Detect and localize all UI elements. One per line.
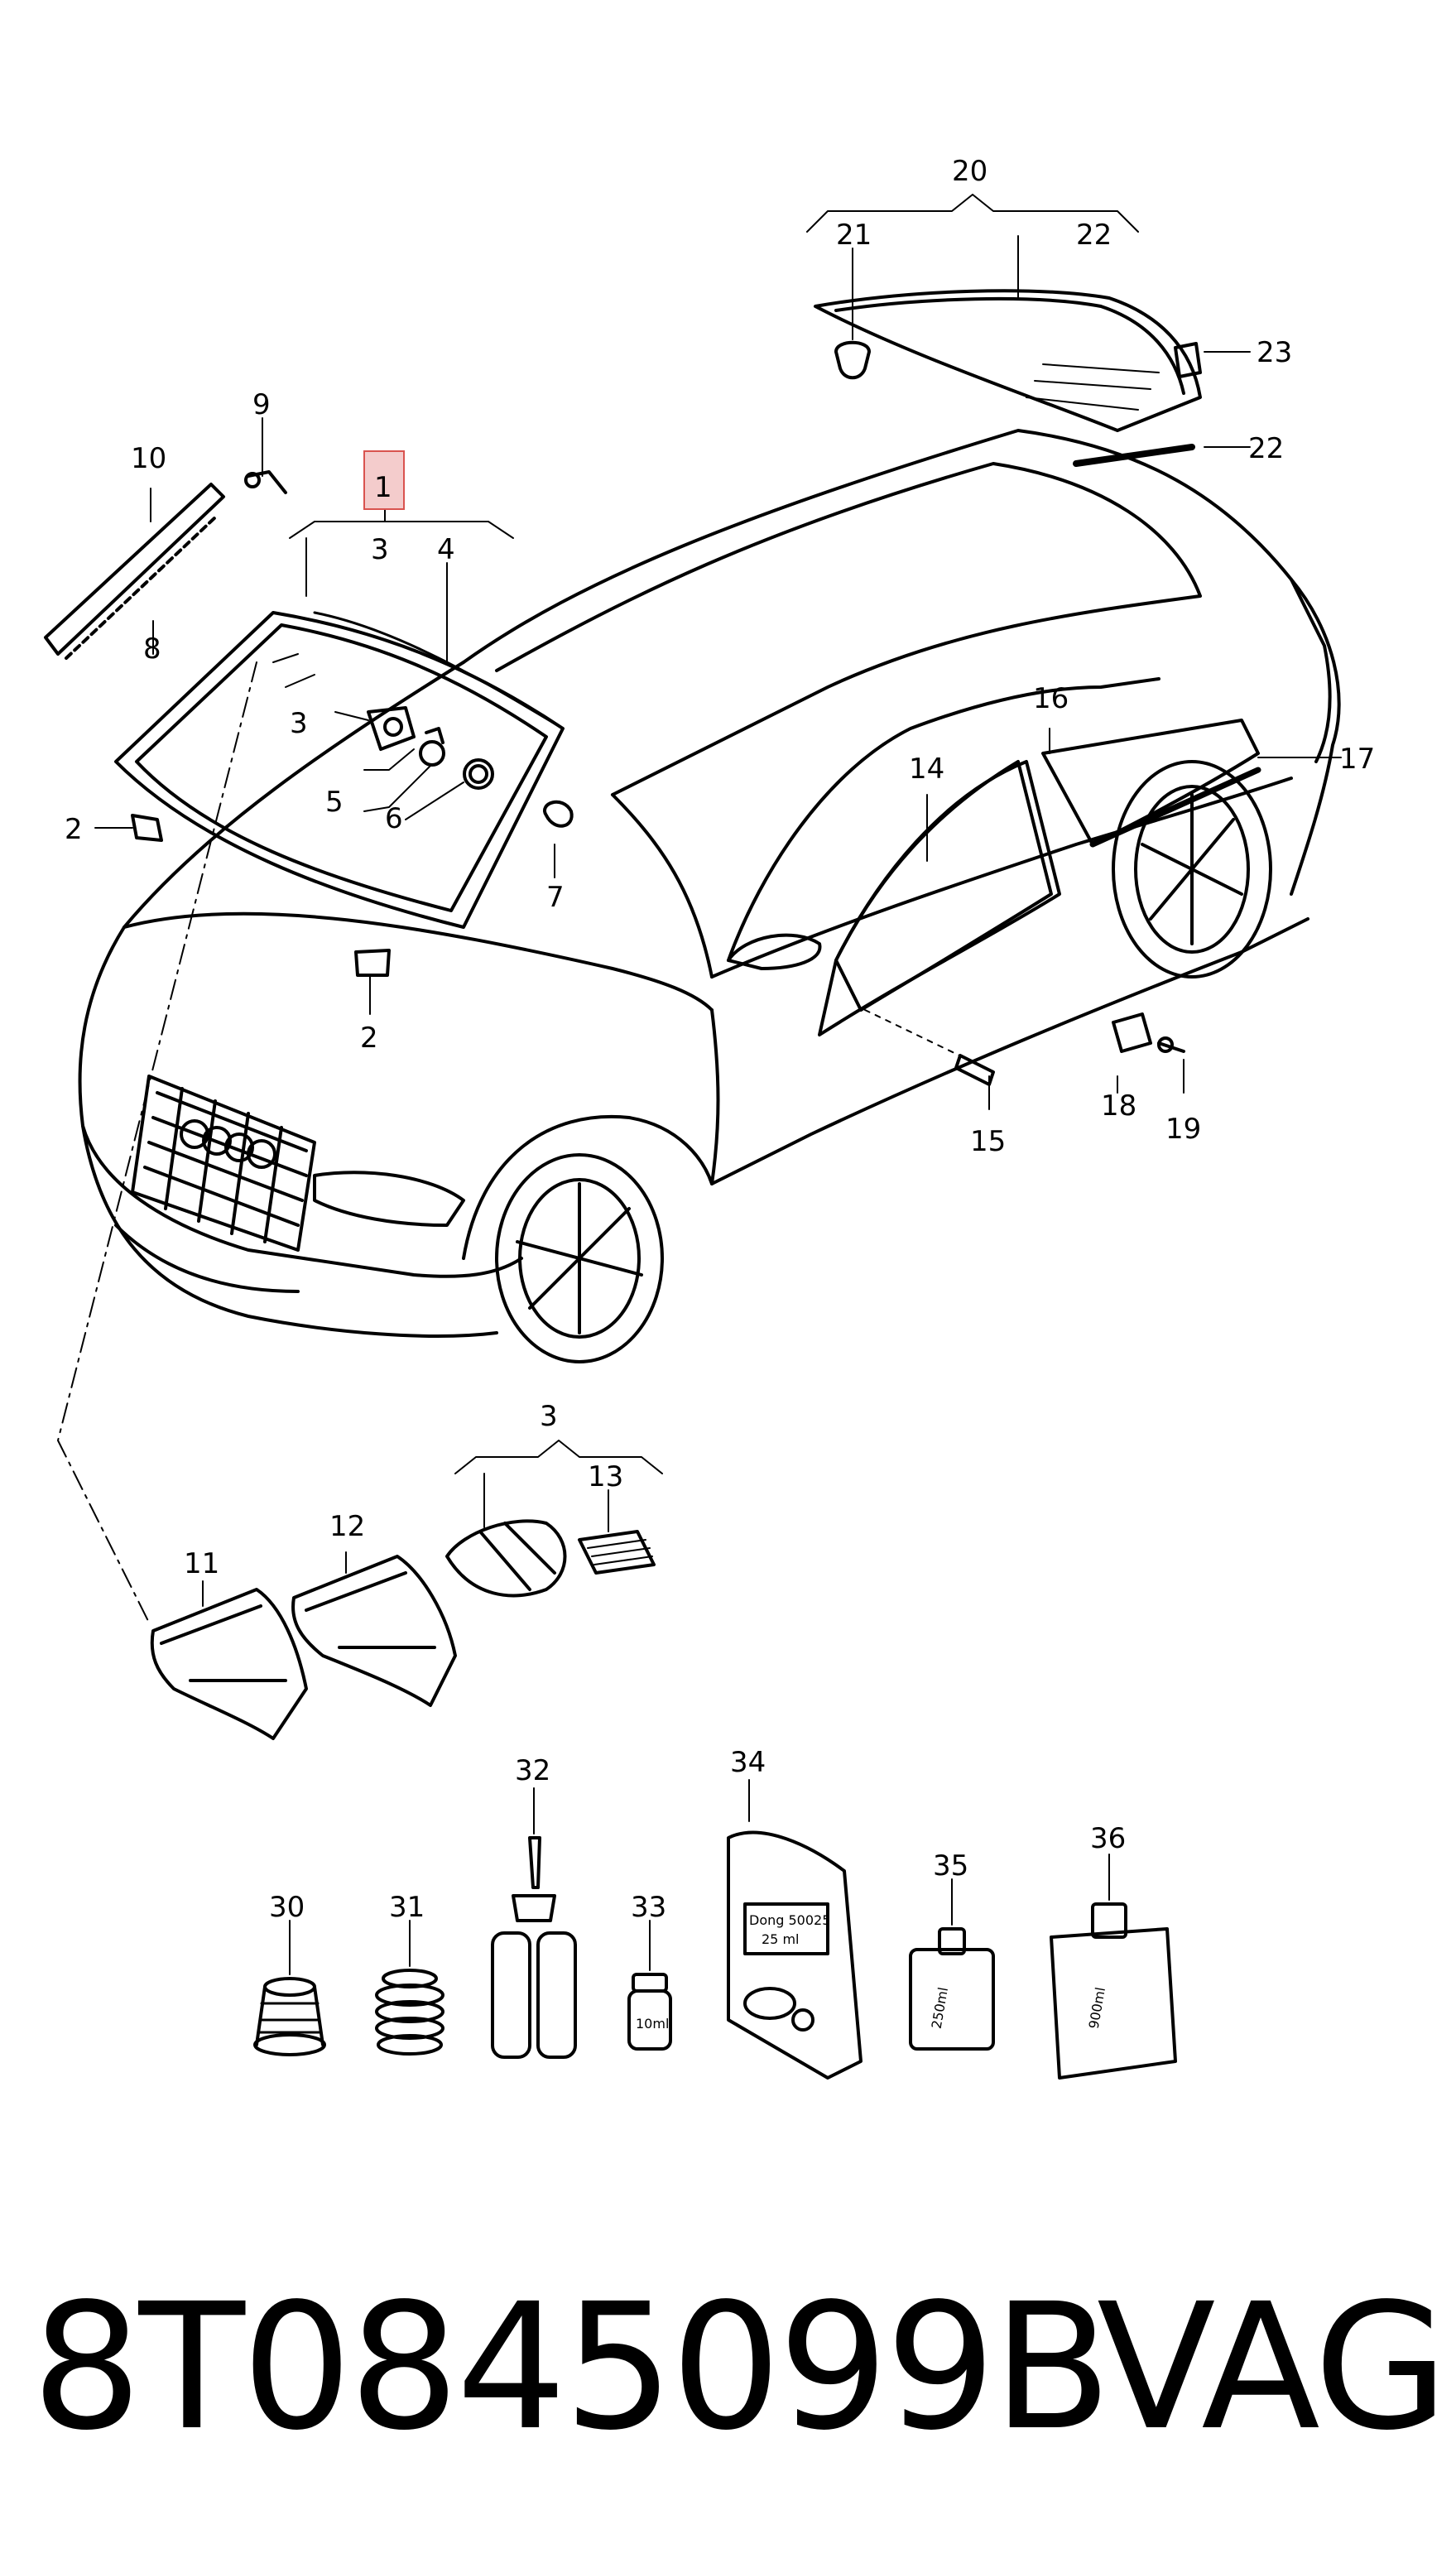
bottle36-label: 900ml — [1086, 1986, 1108, 2030]
clip-9 — [244, 470, 287, 494]
callout-33: 33 — [631, 1891, 666, 1924]
callout-1: 1 — [374, 471, 392, 504]
pad-13 — [578, 1530, 656, 1575]
callout-5: 5 — [325, 786, 344, 819]
buffer-21 — [834, 340, 871, 380]
callout-3-top: 3 — [371, 533, 389, 566]
callout-10: 10 — [131, 442, 166, 475]
callout-23: 23 — [1257, 336, 1292, 369]
dashdot-leader — [57, 661, 257, 1623]
callout-14: 14 — [909, 753, 944, 786]
cover-11 — [150, 1588, 308, 1740]
leader-lines-sub — [202, 1440, 663, 1607]
callout-15: 15 — [970, 1125, 1006, 1158]
side-window-front-14 — [834, 760, 1053, 1012]
callout-8: 8 — [143, 632, 161, 666]
sensor-5 — [419, 727, 445, 767]
brand-caption: VAG — [1097, 2266, 1449, 2469]
leader-lines — [94, 194, 1342, 1110]
callout-35: 35 — [933, 1849, 968, 1883]
bottle-36 — [1050, 1902, 1177, 2080]
screw-15 — [864, 1009, 995, 1086]
product-labels: 10ml Dong 50025 25 ml 250ml 900ml — [636, 1912, 1108, 2032]
callout-numbers: 1 3 4 3 5 6 7 2 2 8 9 10 20 21 22 23 22 … — [65, 155, 1375, 1924]
seal-strip-22 — [1073, 444, 1195, 467]
callout-12: 12 — [329, 1510, 365, 1543]
callout-2-center: 2 — [360, 1022, 378, 1055]
callout-11: 11 — [184, 1547, 219, 1580]
car-outline — [78, 429, 1341, 1363]
bottle33-label: 10ml — [636, 2016, 669, 2032]
rear-window — [814, 289, 1202, 432]
callout-36: 36 — [1090, 1822, 1126, 1855]
sensor-ring-6 — [463, 758, 494, 790]
bracket-23 — [1174, 342, 1202, 378]
sensor-housing-3b — [445, 1519, 567, 1598]
callout-4: 4 — [437, 533, 455, 566]
part-number-caption: 8T0845099B — [31, 2266, 1112, 2469]
callout-22-strip: 22 — [1248, 432, 1284, 465]
callout-21: 21 — [836, 219, 872, 252]
cover-12 — [291, 1555, 457, 1707]
callout-7: 7 — [546, 881, 565, 914]
callout-30: 30 — [269, 1891, 305, 1924]
clip-19 — [1157, 1036, 1185, 1053]
bottle35-label: 250ml — [929, 1986, 951, 2030]
mirror-base-7 — [543, 800, 574, 828]
sealing-cord-31 — [375, 1969, 444, 2056]
spacer-2b — [354, 949, 391, 977]
cartridge-32 — [491, 1836, 577, 2059]
callout-13: 13 — [588, 1460, 623, 1493]
bracket-18 — [1112, 1012, 1152, 1053]
callout-34: 34 — [730, 1746, 766, 1779]
callout-16: 16 — [1033, 682, 1069, 715]
bottle-33 — [627, 1973, 672, 2051]
sensor-bracket-3 — [367, 706, 416, 751]
bag-34 — [727, 1830, 863, 2080]
callout-2-left: 2 — [65, 813, 83, 846]
leader-lines-consumables — [289, 1779, 1110, 1975]
callout-3-sub: 3 — [540, 1400, 558, 1433]
spacer-2a — [131, 814, 163, 842]
bag34-label-line2: 25 ml — [762, 1931, 799, 1947]
bottle-35 — [909, 1927, 995, 2051]
callout-22-top: 22 — [1076, 219, 1112, 252]
callout-17: 17 — [1339, 743, 1375, 776]
callout-3-sensor: 3 — [290, 707, 308, 740]
callout-9: 9 — [252, 388, 271, 421]
highlight-box-part-1 — [363, 450, 405, 510]
side-window-rear — [1041, 719, 1261, 848]
callout-20: 20 — [952, 155, 987, 188]
sealing-cord-30 — [253, 1977, 326, 2056]
callout-18: 18 — [1101, 1089, 1136, 1123]
windscreen — [114, 611, 565, 929]
bag34-label-line1: Dong 50025 — [749, 1912, 830, 1928]
callout-19: 19 — [1165, 1113, 1201, 1146]
callout-6: 6 — [385, 802, 403, 835]
trim-strip-8 — [65, 516, 217, 660]
callout-31: 31 — [389, 1891, 425, 1924]
trim-strip-10 — [44, 483, 225, 656]
callout-32: 32 — [515, 1754, 550, 1787]
